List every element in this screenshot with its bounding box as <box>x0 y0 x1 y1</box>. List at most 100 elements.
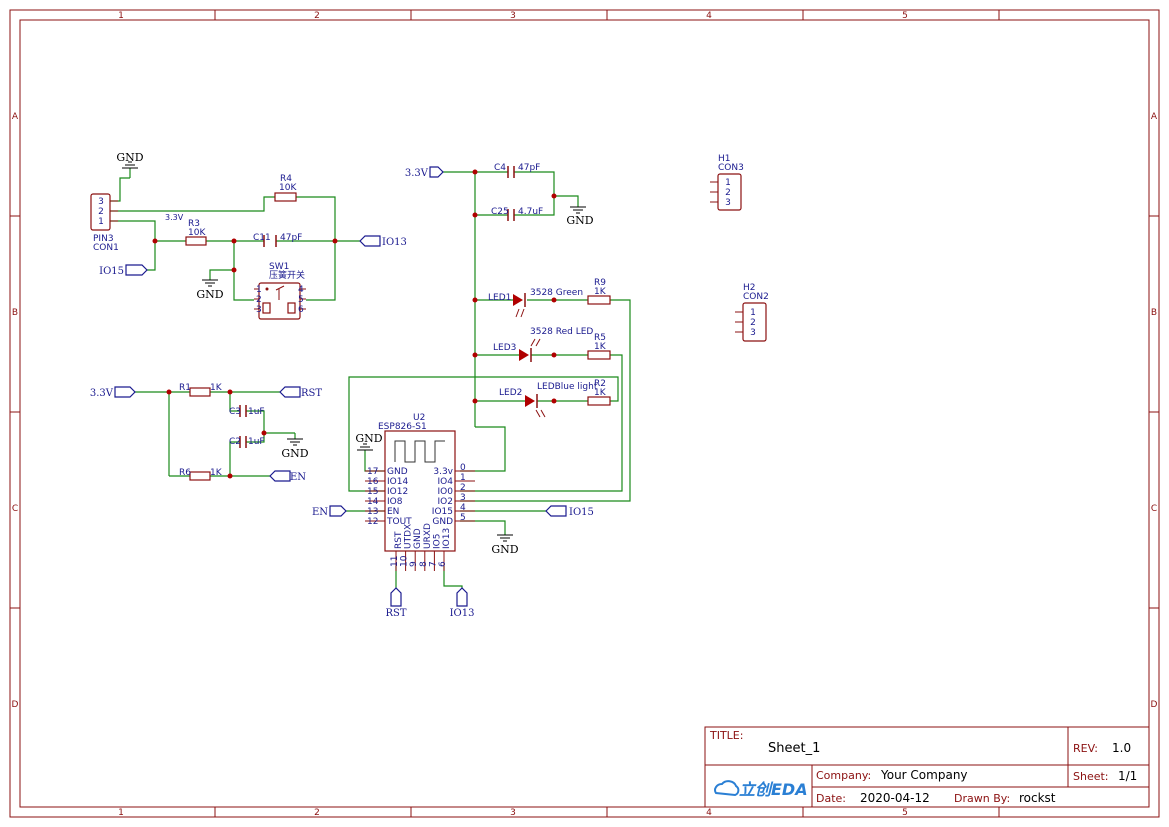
u2-left-pin-name: IO8 <box>387 497 403 507</box>
sw1-pin-1: 1 <box>256 285 262 295</box>
zone-top-5: 5 <box>902 11 908 21</box>
resistor-r6: R6 1K <box>179 468 223 481</box>
u2-bottom-pin-name: IO13 <box>442 528 452 549</box>
net-flag-rst-bottom: RST <box>385 587 407 619</box>
wire-label-3v3: 3.3V <box>165 213 184 222</box>
h1-pin-1: 1 <box>725 178 731 188</box>
r9-ref: R9 <box>594 278 606 288</box>
company-label: Company: <box>816 769 871 782</box>
u2-left-pin-number: 15 <box>367 487 378 497</box>
led2-value: LEDBlue light <box>537 382 598 392</box>
gnd-label-2: GND <box>196 288 223 301</box>
zone-left-a: A <box>12 112 19 122</box>
u2-left-pin-name: EN <box>387 507 399 517</box>
net-label-rst-bottom: RST <box>385 608 406 619</box>
u2-right-pin-name: IO2 <box>438 497 453 507</box>
zone-right-c: C <box>1151 504 1157 514</box>
sheet-frame: 1 2 3 4 5 1 2 3 4 5 A B C D A B C D <box>9 9 1160 818</box>
u2-right-pin-name: IO0 <box>438 487 454 497</box>
resistor-r3: R3 10K <box>185 219 207 246</box>
gnd-symbol-2: GND <box>196 279 224 301</box>
r5-value: 1K <box>594 342 607 352</box>
led1-value: 3528 Green <box>530 288 583 298</box>
r1-value: 1K <box>210 383 223 393</box>
c11-value: 47pF <box>280 233 302 243</box>
pin3-name: CON1 <box>93 243 119 253</box>
r6-value: 1K <box>210 468 223 478</box>
h1-pin-3: 3 <box>725 198 731 208</box>
u2-right-pin-name: 3.3v <box>433 467 453 477</box>
switch-sw1: 1 2 3 4 5 6 SW1 压簧开关 <box>254 262 306 320</box>
net-label-3v3-left: 3.3V <box>90 388 114 399</box>
u2-bottom-pin-number: 7 <box>428 561 438 567</box>
r5-ref: R5 <box>594 333 606 343</box>
c4-ref: C4 <box>494 163 506 173</box>
led2-ref: LED2 <box>499 388 522 398</box>
h2-pin-2: 2 <box>750 318 756 328</box>
capacitor-c3: C3 1uF <box>229 405 265 417</box>
net-flag-io13-right: IO13 <box>359 235 407 248</box>
net-flag-rst-right: RST <box>279 386 322 399</box>
led-led2: LED2 LEDBlue light <box>499 382 598 418</box>
led-led3: LED3 3528 Red LED <box>493 327 593 362</box>
h2-name: CON2 <box>743 292 769 302</box>
rev-label: REV: <box>1073 742 1098 755</box>
led3-ref: LED3 <box>493 343 516 353</box>
resistor-r5: R5 1K <box>587 333 611 360</box>
zone-bottom-2: 2 <box>314 808 320 818</box>
u2-right-pin-number: 5 <box>460 513 466 523</box>
resistor-r4: R4 10K <box>274 174 297 202</box>
r2-ref: R2 <box>594 379 606 389</box>
u2-right-pin-number: 4 <box>460 503 466 513</box>
net-flag-io15-left: IO15 <box>99 264 148 277</box>
capacitor-c2: C2 1uF <box>229 436 265 448</box>
u2-left-pin-name: IO12 <box>387 487 408 497</box>
sw1-pin-4: 4 <box>298 285 304 295</box>
sheet-title: Sheet_1 <box>768 741 820 756</box>
h1-pin-2: 2 <box>725 188 731 198</box>
u2-bottom-pin-name: URXD <box>423 523 433 549</box>
r4-value: 10K <box>279 183 297 193</box>
gnd-label-6: GND <box>491 543 518 556</box>
led3-value: 3528 Red LED <box>530 327 593 337</box>
connector-h1: 1 2 3 H1 CON3 <box>710 154 744 211</box>
led1-ref: LED1 <box>488 293 511 303</box>
sheet-value: 1/1 <box>1118 769 1137 783</box>
title-block: TITLE: Sheet_1 REV: 1.0 Company: Your Co… <box>704 726 1150 808</box>
h2-pin-3: 3 <box>750 328 756 338</box>
u2-left-pin-number: 13 <box>367 507 378 517</box>
pin3-pin-1: 1 <box>98 217 104 227</box>
u2-right-pin-number: 2 <box>460 483 466 493</box>
r3-ref: R3 <box>188 219 200 229</box>
resistor-r9: R9 1K <box>587 278 611 305</box>
lceda-logo: 立创EDA <box>714 780 808 799</box>
gnd-symbol-4: GND <box>566 206 594 227</box>
sw1-pin-2: 2 <box>256 295 262 305</box>
resistor-r1: R1 1K <box>179 383 223 397</box>
h1-ref: H1 <box>718 154 731 164</box>
u2-right-pin-name: IO4 <box>438 477 454 487</box>
u2-left-pin-name: IO14 <box>387 477 408 487</box>
net-label-io15-right: IO15 <box>569 507 594 518</box>
h1-name: CON3 <box>718 163 744 173</box>
sw1-pin-6: 6 <box>298 305 304 315</box>
net-label-en-right: EN <box>290 472 306 483</box>
r2-value: 1K <box>594 388 607 398</box>
u2-right-pin-number: 1 <box>460 473 466 483</box>
net-flag-en-right: EN <box>269 470 306 483</box>
c25-value: 4.7uF <box>518 207 543 217</box>
drawn-by-value: rockst <box>1019 791 1056 805</box>
drawn-by-label: Drawn By: <box>954 792 1010 805</box>
pin3-pin-2: 2 <box>98 207 104 217</box>
rev-value: 1.0 <box>1112 741 1131 755</box>
u2-bottom-pin-name: UTDX <box>404 524 414 549</box>
zone-bottom-3: 3 <box>510 808 516 818</box>
u2-right-pin-name: GND <box>432 517 453 527</box>
net-label-io15-left: IO15 <box>99 266 124 277</box>
c2-value: 1uF <box>248 437 265 447</box>
net-label-io13-bottom: IO13 <box>450 608 475 619</box>
net-flag-io15-right: IO15 <box>545 505 594 518</box>
junctions <box>152 169 557 479</box>
